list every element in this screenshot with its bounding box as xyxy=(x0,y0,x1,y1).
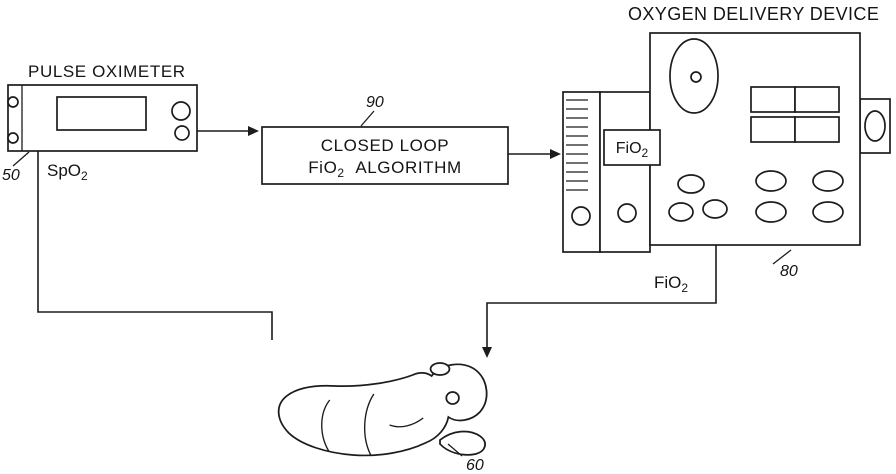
device-button xyxy=(702,199,728,219)
flowmeter-scale xyxy=(566,99,588,191)
fio2-signal-label: FiO2 xyxy=(654,273,688,295)
ref-80-leader-line xyxy=(772,249,792,265)
infant-ear xyxy=(445,391,460,405)
algorithm-box xyxy=(261,126,509,185)
spo2-label-main: SpO xyxy=(47,161,81,180)
spo2-feedback-path xyxy=(37,151,273,340)
device-display-cell xyxy=(794,116,840,143)
ref-50-label: 50 xyxy=(2,167,20,184)
flowmeter-knob xyxy=(571,206,591,226)
device-left-panel-knob xyxy=(617,203,637,223)
device-left-panel xyxy=(599,91,651,253)
ref-60-leader-line xyxy=(447,443,463,457)
fio2-setting-label-subscript: 2 xyxy=(642,146,649,160)
spo2-label-subscript: 2 xyxy=(81,169,88,183)
pulse-oximeter-display xyxy=(56,96,147,131)
device-button xyxy=(812,170,844,192)
ref-90-leader-line xyxy=(360,110,375,127)
infant-leg-fold-line xyxy=(321,399,331,452)
device-button xyxy=(668,202,694,222)
algorithm-output-arrowhead xyxy=(550,149,561,159)
ref-50-leader-line xyxy=(12,151,30,167)
pulse-oximeter-knob-top xyxy=(171,101,191,121)
infant-foot xyxy=(439,430,486,456)
algorithm-label-subscript: 2 xyxy=(337,166,344,180)
pulse-oximeter-connector-top xyxy=(7,96,19,108)
device-button xyxy=(755,170,787,192)
device-button xyxy=(755,201,787,223)
infant-hip-fold-line xyxy=(363,393,375,456)
closed-loop-algorithm: 90 CLOSED LOOP FiO2 ALGORITHM xyxy=(261,94,509,185)
device-display-cell xyxy=(794,86,840,113)
device-side-knob xyxy=(864,110,886,142)
ref-90-label: 90 xyxy=(366,94,384,111)
signal-paths: FiO2 xyxy=(37,151,717,358)
fio2-output-path xyxy=(486,245,717,349)
algorithm-label-line1: CLOSED LOOP xyxy=(321,136,449,155)
infant-figure xyxy=(277,362,488,457)
device-buttons xyxy=(668,170,844,223)
fio2-setting-box xyxy=(603,129,661,166)
oxygen-delivery-device-title: OXYGEN DELIVERY DEVICE xyxy=(628,4,879,24)
algorithm-label-rest: ALGORITHM xyxy=(345,158,462,177)
algorithm-label-fio: FiO xyxy=(308,158,337,177)
ref-80-label: 80 xyxy=(780,263,798,280)
fio2-signal-label-subscript: 2 xyxy=(681,281,688,295)
infant-hand xyxy=(429,362,451,376)
pulse-oximeter xyxy=(7,84,198,152)
infant-arm-line xyxy=(389,417,424,428)
pulse-oximeter-knob-bottom xyxy=(174,125,190,141)
ref-60-label: 60 xyxy=(466,457,484,474)
spo2-signal-arrowhead xyxy=(248,126,259,136)
fio2-setting-label: FiO2 xyxy=(616,140,649,160)
infant-body-outline xyxy=(277,363,488,457)
fio2-setting-label-main: FiO xyxy=(616,140,642,157)
pulse-oximeter-title: PULSE OXIMETER xyxy=(28,62,186,81)
fio2-signal-label-main: FiO xyxy=(654,273,681,292)
algorithm-label-line2: FiO2 ALGORITHM xyxy=(308,158,462,180)
oxygen-delivery-device: FiO2 xyxy=(562,32,891,253)
device-button xyxy=(812,201,844,223)
device-display-cell xyxy=(750,116,796,143)
fio2-output-arrowhead xyxy=(482,347,492,358)
pulse-oximeter-connector-bottom xyxy=(7,132,19,144)
device-dial-center xyxy=(690,71,702,83)
device-display-cell xyxy=(750,86,796,113)
spo2-label: SpO2 xyxy=(47,161,88,183)
device-display-grid xyxy=(750,86,840,143)
device-button xyxy=(677,174,705,194)
